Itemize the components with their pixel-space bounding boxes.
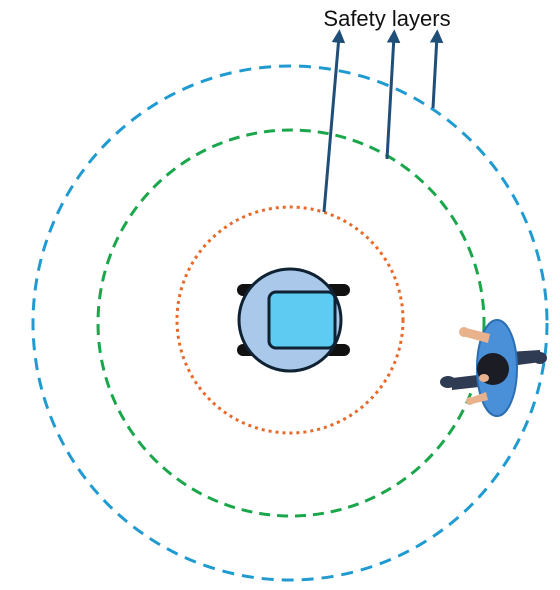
arrow-outer-ring bbox=[429, 29, 444, 109]
person-icon bbox=[440, 319, 547, 417]
person-arm-top bbox=[462, 328, 490, 343]
person-hand-top bbox=[459, 327, 469, 337]
person-arm-bottom bbox=[470, 392, 488, 404]
arrow-middle-ring bbox=[385, 29, 401, 160]
robot-top-plate bbox=[267, 290, 337, 350]
robot-icon bbox=[237, 267, 350, 373]
middle-safety-ring bbox=[96, 128, 486, 518]
person-shoe-left bbox=[440, 376, 456, 388]
inner-safety-ring bbox=[175, 205, 405, 435]
arrow-inner-ring bbox=[322, 29, 346, 213]
outer-safety-ring bbox=[31, 64, 549, 582]
person-shoe-right bbox=[533, 352, 547, 364]
safety-layers-label: Safety layers bbox=[323, 6, 450, 31]
person-face bbox=[479, 374, 489, 382]
person-hand-bottom bbox=[466, 397, 474, 405]
